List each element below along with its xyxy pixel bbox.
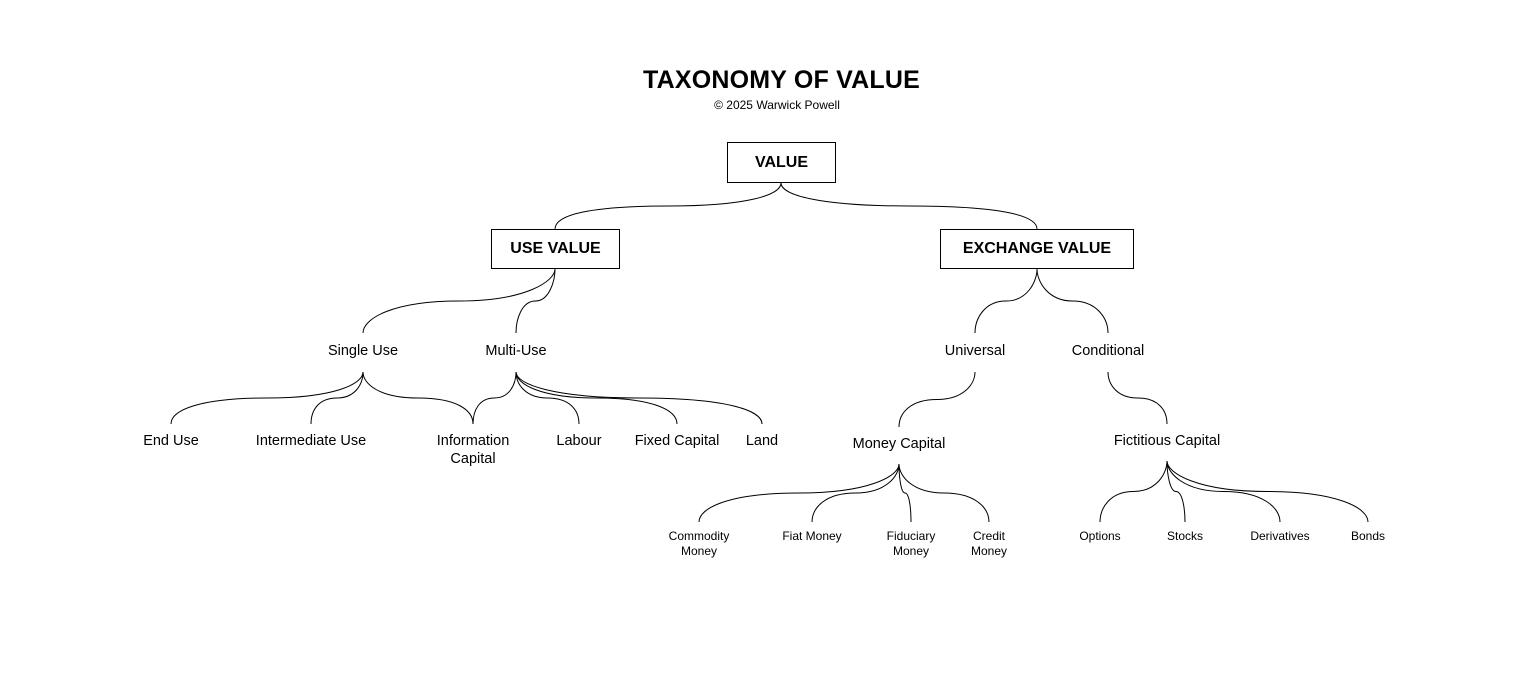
- connector-single-use-end-use: [170, 371, 364, 425]
- connector-multi-use-land: [515, 371, 763, 425]
- node-commodity-money: Commodity Money: [668, 529, 730, 558]
- connector-multi-use-fixed-capital: [515, 371, 678, 425]
- connector-use-value-single-use: [362, 268, 556, 334]
- node-derivatives: Derivatives: [1250, 529, 1310, 543]
- connector-exchange-value-universal: [974, 268, 1038, 334]
- connector-fictitious-capital-bonds: [1166, 460, 1369, 523]
- node-fixed-capital: Fixed Capital: [634, 433, 720, 449]
- connector-single-use-intermediate-use: [310, 371, 364, 425]
- connector-money-capital-fiduciary-money: [898, 463, 912, 523]
- node-information-capital: Information Capital: [436, 433, 510, 467]
- connector-money-capital-commodity-money: [698, 463, 900, 523]
- connector-fictitious-capital-options: [1099, 460, 1168, 523]
- node-multi-use: Multi-Use: [485, 343, 547, 359]
- connector-multi-use-information-capital: [472, 371, 517, 425]
- diagram-title: TAXONOMY OF VALUE: [642, 66, 921, 94]
- connector-value-use-value: [554, 182, 782, 230]
- node-options: Options: [1079, 529, 1121, 543]
- node-bonds: Bonds: [1350, 529, 1386, 543]
- connector-conditional-fictitious-capital: [1107, 371, 1168, 425]
- node-exchange-value: EXCHANGE VALUE: [940, 229, 1134, 269]
- connector-exchange-value-conditional: [1036, 268, 1109, 334]
- node-single-use: Single Use: [327, 343, 399, 359]
- node-conditional: Conditional: [1071, 343, 1145, 359]
- connector-money-capital-credit-money: [898, 463, 990, 523]
- connector-fictitious-capital-derivatives: [1166, 460, 1281, 523]
- node-money-capital: Money Capital: [852, 436, 946, 452]
- connector-multi-use-labour: [515, 371, 580, 425]
- node-credit-money: Credit Money: [970, 529, 1008, 558]
- node-stocks: Stocks: [1166, 529, 1204, 543]
- connector-money-capital-fiat-money: [811, 463, 900, 523]
- connector-single-use-information-capital: [362, 371, 474, 425]
- node-universal: Universal: [944, 343, 1006, 359]
- node-labour: Labour: [556, 433, 602, 449]
- connector-universal-money-capital: [898, 371, 976, 428]
- node-end-use: End Use: [143, 433, 199, 449]
- copyright-notice: © 2025 Warwick Powell: [714, 98, 840, 112]
- node-value: VALUE: [727, 142, 836, 183]
- connector-value-exchange-value: [780, 182, 1038, 230]
- connector-use-value-multi-use: [515, 268, 556, 334]
- node-use-value: USE VALUE: [491, 229, 620, 269]
- node-fiat-money: Fiat Money: [782, 529, 842, 543]
- connector-fictitious-capital-stocks: [1166, 460, 1186, 523]
- node-land: Land: [745, 433, 779, 449]
- node-fictitious-capital: Fictitious Capital: [1113, 433, 1221, 449]
- node-fiduciary-money: Fiduciary Money: [886, 529, 936, 558]
- node-intermediate-use: Intermediate Use: [255, 433, 367, 449]
